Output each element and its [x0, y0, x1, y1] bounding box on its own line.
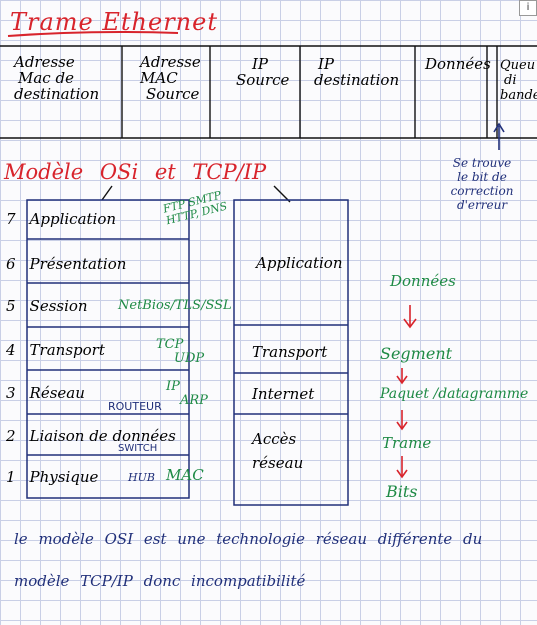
layer-name: Session: [29, 297, 88, 315]
field-line: destination: [14, 85, 100, 103]
osi-layer-1: 1 Physique: [6, 468, 98, 486]
note-line: correction: [450, 184, 514, 198]
arrow-down-icon: [396, 410, 408, 431]
layer-number: 4: [6, 341, 16, 359]
layer-name: Réseau: [29, 384, 85, 402]
frame-field-src-mac: Adresse MAC Source: [140, 54, 210, 102]
frame-field-trailer: Queu di bande: [500, 58, 537, 103]
unit-data: Données: [390, 272, 456, 290]
layer-number: 2: [6, 427, 16, 445]
layer-name: Application: [29, 210, 117, 228]
unit-bits: Bits: [386, 482, 418, 501]
field-line: Source: [236, 71, 290, 89]
arrow-down-icon: [403, 305, 417, 329]
device-switch: SWITCH: [118, 443, 158, 454]
protocol-line: TCP: [156, 337, 184, 352]
field-line: IP: [318, 55, 335, 73]
field-line: destination: [314, 71, 400, 89]
field-line: di: [504, 73, 517, 88]
arrow-down-icon: [396, 456, 408, 479]
field-line: Adresse: [14, 53, 75, 71]
field-line: bande: [500, 88, 537, 103]
osi-layer-7: 7 Application: [6, 210, 116, 228]
field-line: Données: [425, 55, 491, 73]
layer-name: Physique: [29, 468, 99, 486]
frame-field-data: Données: [425, 56, 491, 72]
models-title: Modèle OSi et TCP/IP: [4, 160, 267, 184]
tcpip-layer-internet: Internet: [252, 385, 315, 403]
tcpip-layer-transport: Transport: [252, 343, 328, 361]
layer-name: Transport: [29, 341, 105, 359]
note-line: Se trouve: [452, 156, 512, 170]
protocols-network: IP ARP: [166, 380, 208, 408]
tcpip-layer-application: Application: [256, 254, 343, 272]
osi-layer-4: 4 Transport: [6, 341, 105, 359]
device-hub: HUB: [128, 471, 155, 484]
layer-number: 5: [6, 297, 16, 315]
field-line: Mac de: [18, 69, 74, 87]
layer-name: Liaison de données: [29, 427, 176, 445]
layer-name: Présentation: [29, 255, 127, 273]
unit-frame: Trame: [382, 434, 432, 452]
unit-packet: Paquet /datagramme: [380, 386, 529, 402]
arrow-down-icon: [396, 368, 408, 385]
field-line: Source: [146, 85, 200, 103]
layer-number: 1: [6, 468, 16, 486]
protocol-line: UDP: [174, 351, 205, 366]
osi-layer-2: 2 Liaison de données: [6, 427, 176, 445]
protocol-line: IP: [166, 379, 180, 394]
protocols-session: NetBios/TLS/SSL: [118, 298, 232, 313]
field-line: IP: [252, 55, 269, 73]
frame-note: Se trouve le bit de correction d'erreur: [428, 156, 536, 212]
layer-number: 7: [6, 210, 16, 228]
frame-field-dest-ip: IP destination: [314, 56, 414, 88]
protocols-physical: MAC: [166, 466, 204, 484]
tcpip-layer-access: Accès réseau: [252, 430, 304, 472]
conclusion-line-2: modèle TCP/IP donc incompatibilité: [14, 572, 306, 590]
frame-field-dest-mac: Adresse Mac de destination: [14, 54, 122, 102]
osi-layer-6: 6 Présentation: [6, 255, 126, 273]
layer-number: 3: [6, 384, 16, 402]
note-line: le bit de: [457, 170, 507, 184]
layer-number: 6: [6, 255, 16, 273]
protocols-transport: TCP UDP: [156, 338, 204, 366]
osi-layer-3: 3 Réseau: [6, 384, 85, 402]
field-line: MAC: [140, 69, 178, 87]
conclusion-line-1: le modèle OSI est une technologie réseau…: [14, 530, 483, 548]
device-router: ROUTEUR: [108, 400, 162, 413]
osi-layer-5: 5 Session: [6, 297, 88, 315]
frame-field-src-ip: IP Source: [236, 56, 300, 88]
unit-segment: Segment: [380, 344, 453, 363]
field-line: Adresse: [140, 53, 201, 71]
note-line: d'erreur: [456, 198, 508, 212]
protocol-line: ARP: [180, 393, 208, 408]
field-line: Queu: [500, 58, 536, 73]
